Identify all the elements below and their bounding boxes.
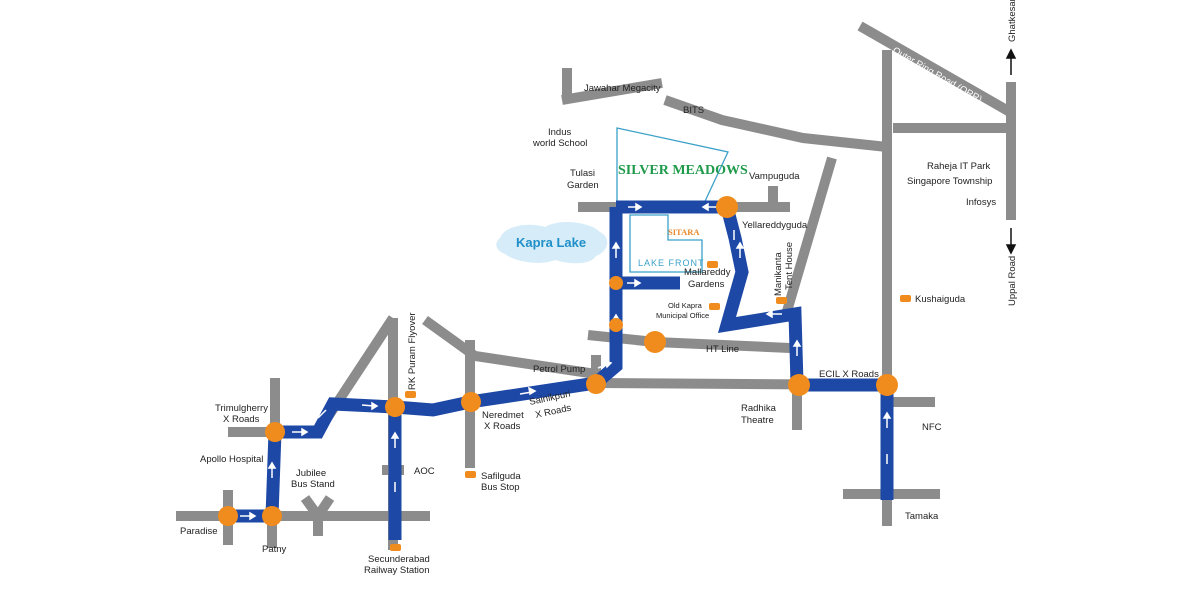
arrow-up-7 [390, 431, 400, 448]
junction-petrol-pump [586, 374, 606, 394]
label-jubilee-2: Bus Stand [291, 479, 335, 490]
label-patny: Patny [262, 544, 287, 555]
label-infosys: Infosys [966, 197, 996, 208]
road-yellareddy-diag [780, 156, 837, 320]
label-tamaka: Tamaka [905, 511, 939, 522]
label-trimulgherry-2: X Roads [223, 414, 260, 425]
uppal-road-label: Uppal Road [1007, 256, 1018, 306]
arrow-east-5 [361, 401, 379, 411]
label-singapore: Singapore Township [907, 176, 992, 187]
arrow-up-1 [611, 241, 621, 258]
road-orr [857, 21, 1013, 117]
label-rk-puram: RK Puram Flyover [407, 312, 418, 390]
neighbour-name: SITARA [668, 227, 700, 237]
label-vampuguda: Vampuguda [749, 171, 800, 182]
label-neredmet-2: X Roads [484, 421, 521, 432]
label-nfc: NFC [922, 422, 942, 433]
lake-label: Kapra Lake [516, 235, 586, 250]
arrow-east-4 [519, 386, 537, 396]
route-main-west [228, 376, 597, 523]
label-petrol-pump: Petrol Pump [533, 364, 585, 375]
junctions [218, 196, 898, 526]
label-paradise: Paradise [180, 526, 218, 537]
kapra-lake [496, 221, 608, 264]
label-jawahar: Jawahar Megacity [584, 83, 661, 94]
road-jawahar-3 [663, 95, 888, 152]
label-indus-1: Indus [548, 127, 571, 138]
orr-label: Outer Ring Road (ORR) [891, 45, 984, 105]
project-name: SILVER MEADOWS [618, 163, 748, 178]
label-manikanta-2: Tent House [784, 242, 795, 290]
arrow-east-8 [240, 511, 257, 521]
arrow-east-7 [317, 409, 327, 419]
ghatkesar-label: Ghatkesar [1007, 0, 1018, 42]
road-jawahar-2 [561, 78, 663, 105]
lake-front-label: LAKE FRONT [638, 258, 705, 268]
plot-outlines [616, 127, 729, 273]
label-tulasi-1: Tulasi [570, 168, 595, 179]
uppal-arrow-icon [1005, 228, 1017, 255]
junction-yellareddyguda [716, 196, 738, 218]
marker-manikanta [776, 297, 787, 304]
landmarks [390, 261, 911, 551]
junction-rk-puram [385, 397, 405, 417]
ghatkesar-arrow-icon [1005, 48, 1017, 75]
label-safilguda-1: Safilguda [481, 471, 521, 482]
junction-kapra [609, 318, 623, 332]
marker-rk-puram [405, 391, 416, 398]
label-indus-2: world School [532, 138, 587, 149]
route-project-loop [616, 200, 804, 384]
junction-ecil [876, 374, 898, 396]
label-secunderabad-2: Railway Station [364, 565, 429, 576]
label-mallareddy-2: Gardens [688, 279, 725, 290]
label-kushaiguda: Kushaiguda [915, 294, 966, 305]
arrow-up-3 [735, 241, 745, 258]
label-secunderabad-1: Secunderabad [368, 554, 430, 565]
junction-paradise [218, 506, 238, 526]
label-yellareddyguda: Yellareddyguda [742, 220, 808, 231]
arrow-up-8 [882, 411, 892, 428]
ht-line-label: HT Line [706, 344, 739, 355]
label-trimulgherry-1: Trimulgherry [215, 403, 268, 414]
label-old-kapra-2: Municipal Office [656, 311, 709, 320]
direction-arrows [1005, 48, 1017, 255]
marker-secunderabad [390, 544, 401, 551]
marker-safilguda [465, 471, 476, 478]
label-ecil: ECIL X Roads [819, 369, 879, 380]
label-jubilee-1: Jubilee [296, 468, 326, 479]
label-old-kapra-1: Old Kapra [668, 301, 703, 310]
label-apollo: Apollo Hospital [200, 454, 263, 465]
label-radhika-2: Theatre [741, 415, 774, 426]
label-mallareddy-1: Mallareddy [684, 267, 731, 278]
marker-mallareddy [707, 261, 718, 268]
arrow-east-1 [628, 202, 643, 212]
label-safilguda-2: Bus Stop [481, 482, 520, 493]
junction-radhika [788, 374, 810, 396]
label-bits: BITS [683, 105, 704, 116]
label-radhika-1: Radhika [741, 403, 777, 414]
marker-kushaiguda [900, 295, 911, 302]
label-raheja: Raheja IT Park [927, 161, 990, 172]
road-jubilee-fork-2 [313, 495, 335, 536]
junction-neredmet [461, 392, 481, 412]
marker-old-kapra [709, 303, 720, 310]
lake-front-outline [629, 214, 703, 273]
arrow-east-3 [597, 359, 613, 369]
label-aoc: AOC [414, 466, 435, 477]
arrow-up-6 [267, 461, 277, 478]
junction-trimulgherry [265, 422, 285, 442]
label-neredmet-1: Neredmet [482, 410, 524, 421]
arrow-up-5 [792, 339, 802, 356]
label-manikanta-1: Manikanta [773, 251, 784, 296]
route-ecil [797, 378, 894, 500]
label-tulasi-2: Garden [567, 180, 599, 191]
junction-patny [262, 506, 282, 526]
arrow-east-2 [627, 278, 642, 288]
junction-ht-line [644, 331, 666, 353]
arrow-west-2 [765, 309, 782, 319]
junction-mallareddy [609, 276, 623, 290]
arrow-east-6 [292, 427, 309, 437]
